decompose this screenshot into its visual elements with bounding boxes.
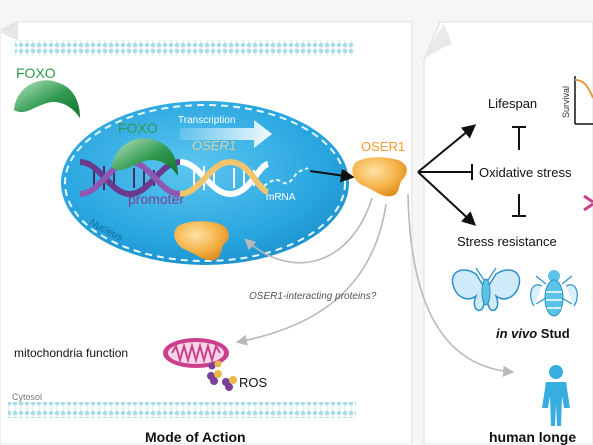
interaction-arrow [235, 203, 387, 346]
lifespan-label: Lifespan [488, 96, 538, 111]
silkworm-moth-icon [451, 267, 521, 312]
ros-molecule-icon [207, 360, 237, 391]
studies-word: Stud [537, 326, 570, 341]
in-vivo-italic: in vivo [496, 326, 538, 341]
mitochondria-function-label: mitochondria function [14, 346, 129, 360]
effect-arrows [417, 124, 477, 226]
stress-resistance-label: Stress resistance [457, 234, 557, 249]
survival-curve-icon [574, 76, 593, 125]
foxo-bound-label: FOXO [118, 120, 158, 136]
mrna-label: mRNA [266, 192, 296, 203]
survival-axis-label: Survival [561, 85, 571, 118]
interacting-proteins-label: OSER1-interacting proteins? [249, 291, 377, 302]
mrna-strand [263, 167, 309, 187]
promoter-label: promoter [128, 191, 185, 207]
export-arrow [309, 168, 355, 183]
ros-label: ROS [239, 375, 268, 390]
in-vivo-studies-title: in vivo Stud [496, 327, 570, 340]
import-arrow [244, 197, 373, 264]
fruit-fly-icon [530, 270, 578, 317]
human-figure-icon [542, 365, 570, 426]
oxidative-stress-label: Oxidative stress [479, 165, 572, 180]
oser1-protein-icon [352, 157, 407, 197]
bottom-membrane [8, 402, 356, 418]
transcription-arrow [180, 120, 272, 148]
oser1-gene-label: OSER1 [192, 138, 237, 153]
top-membrane [15, 40, 355, 56]
mode-of-action-title: Mode of Action [145, 429, 246, 445]
foxo-label: FOXO [16, 65, 56, 81]
cytosol-label: Cytosol [12, 392, 43, 402]
longevity-arrow [407, 193, 515, 377]
mitochondria-icon [163, 338, 229, 368]
human-longevity-title: human longe [489, 429, 577, 445]
inhibition-bars [512, 126, 526, 217]
oser1-protein-label: OSER1 [361, 139, 406, 154]
cropped-icon [583, 194, 593, 212]
oser1-protein-icon [174, 221, 229, 261]
transcription-label: Transcription [178, 115, 236, 126]
foxo-protein-icon [14, 80, 80, 118]
foxo-protein-icon [112, 138, 178, 176]
